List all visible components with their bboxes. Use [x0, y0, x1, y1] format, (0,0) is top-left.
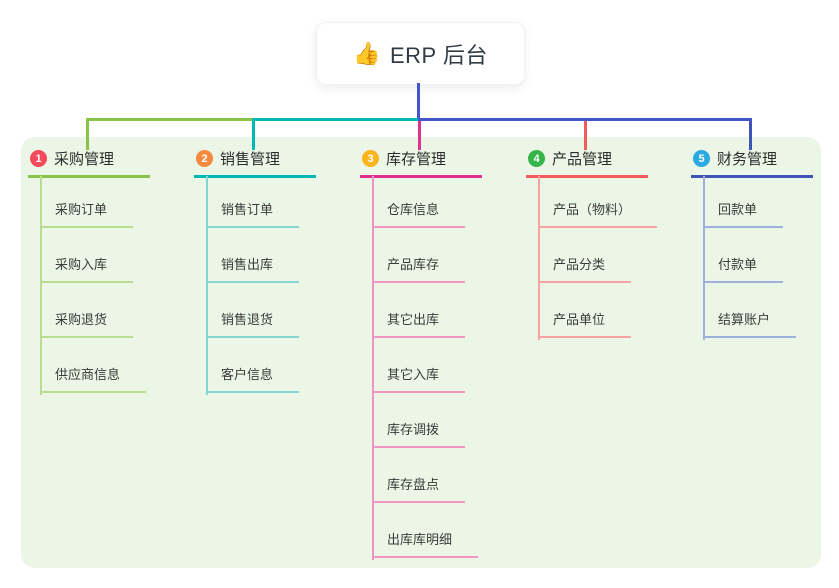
child-node[interactable]: 供应商信息	[40, 366, 147, 393]
root-node[interactable]: 👍 ERP 后台	[316, 22, 525, 85]
child-node[interactable]: 采购入库	[40, 256, 134, 283]
child-node[interactable]: 回款单	[703, 201, 784, 228]
child-node[interactable]: 库存盘点	[372, 476, 466, 503]
branch-number-badge: 4	[528, 150, 545, 167]
child-node[interactable]: 付款单	[703, 256, 784, 283]
trunk-segment-left	[86, 118, 252, 121]
child-node[interactable]: 销售退货	[206, 311, 300, 338]
branch-children-connector	[538, 176, 540, 340]
branch-number-badge: 1	[30, 150, 47, 167]
child-node[interactable]: 其它出库	[372, 311, 466, 338]
branch-header-label: 财务管理	[717, 151, 778, 168]
branch-drop-connector-4	[584, 121, 587, 150]
branch-header[interactable]: 4 产品管理	[526, 148, 648, 178]
branch-header-label: 产品管理	[552, 151, 613, 168]
branch-header[interactable]: 3 库存管理	[360, 148, 482, 178]
child-node[interactable]: 其它入库	[372, 366, 466, 393]
branch-header-label: 销售管理	[220, 151, 281, 168]
branch-drop-connector-1	[86, 121, 89, 150]
branch-number-badge: 5	[693, 150, 710, 167]
branch-drop-connector-5	[749, 121, 752, 150]
child-node[interactable]: 库存调拨	[372, 421, 466, 448]
root-node-label: ERP 后台	[389, 42, 488, 68]
root-stem-connector	[417, 83, 420, 121]
child-node[interactable]: 产品（物料）	[538, 201, 658, 228]
branch-children-connector	[372, 176, 374, 560]
child-node[interactable]: 产品分类	[538, 256, 632, 283]
branch-number-badge: 2	[196, 150, 213, 167]
branch-header-label: 库存管理	[386, 151, 447, 168]
branch-number-badge: 3	[362, 150, 379, 167]
branches-panel	[21, 137, 821, 568]
child-node[interactable]: 结算账户	[703, 311, 797, 338]
child-node[interactable]: 销售出库	[206, 256, 300, 283]
branch-header[interactable]: 2 销售管理	[194, 148, 316, 178]
child-node[interactable]: 产品单位	[538, 311, 632, 338]
child-node[interactable]: 出库库明细	[372, 531, 479, 558]
thumbs-up-icon: 👍	[353, 40, 381, 66]
child-node[interactable]: 采购退货	[40, 311, 134, 338]
branch-header[interactable]: 1 采购管理	[28, 148, 150, 178]
branch-children-connector	[703, 176, 705, 340]
branch-header[interactable]: 5 财务管理	[691, 148, 813, 178]
trunk-segment-middle	[252, 118, 418, 121]
branch-header-label: 采购管理	[54, 151, 115, 168]
child-node[interactable]: 客户信息	[206, 366, 300, 393]
branch-children-connector	[40, 176, 42, 395]
branch-drop-connector-3	[418, 121, 421, 150]
child-node[interactable]: 采购订单	[40, 201, 134, 228]
child-node[interactable]: 产品库存	[372, 256, 466, 283]
child-node[interactable]: 仓库信息	[372, 201, 466, 228]
trunk-segment-right	[418, 118, 752, 121]
child-node[interactable]: 销售订单	[206, 201, 300, 228]
branch-drop-connector-2	[252, 121, 255, 150]
branch-children-connector	[206, 176, 208, 395]
